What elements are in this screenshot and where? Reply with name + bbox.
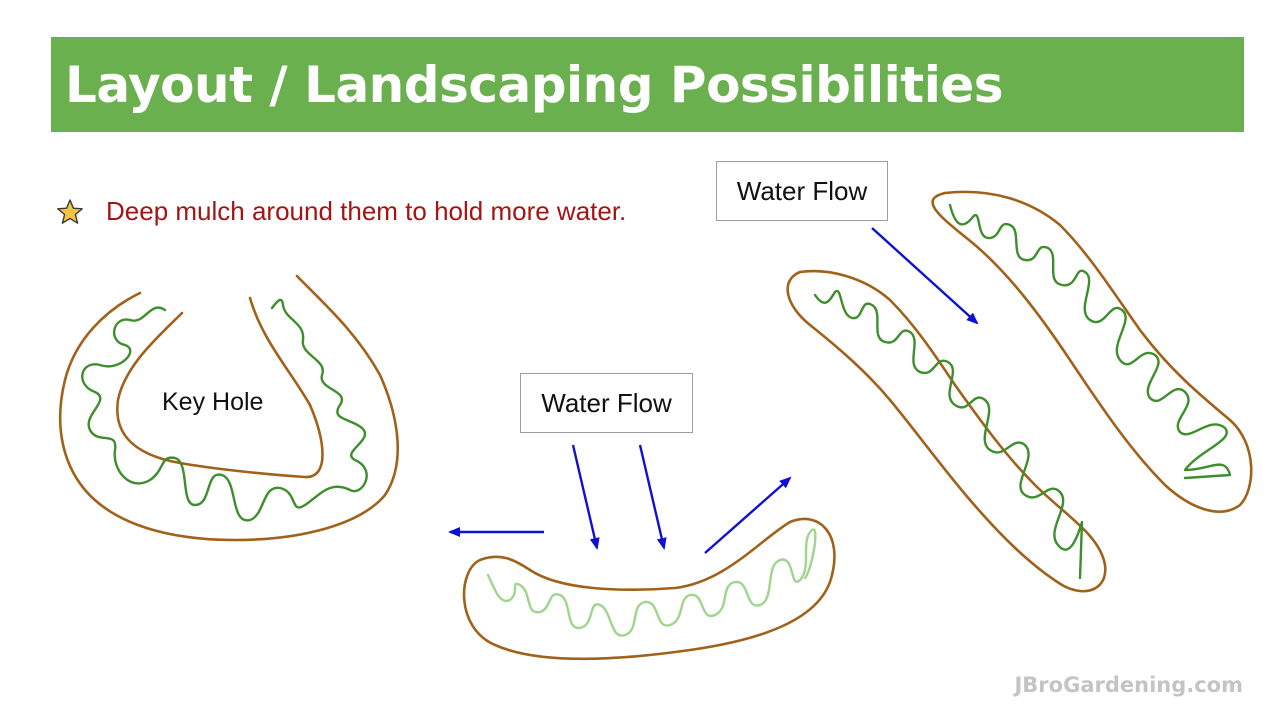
arrow-down-1 [571, 444, 600, 550]
swale-plants-lower [813, 289, 1084, 580]
swale-bed-lower-outline [786, 269, 1107, 593]
water-flow-label-middle: Water Flow [520, 373, 693, 433]
arrow-diagonal [871, 227, 979, 325]
bullet-point: Deep mulch around them to hold more wate… [56, 196, 626, 227]
arrow-up-right [704, 476, 792, 554]
star-icon [57, 198, 83, 224]
bullet-text: Deep mulch around them to hold more wate… [106, 196, 627, 226]
keyhole-bed-inner-outline [116, 296, 324, 479]
keyhole-plants [81, 298, 368, 522]
slide-title: Layout / Landscaping Possibilities [65, 55, 1004, 114]
swale-bed-upper [931, 190, 1253, 513]
crescent-plants [486, 528, 817, 637]
crescent-bed-outline [462, 517, 836, 661]
arrow-down-2 [638, 444, 667, 550]
keyhole-bed [58, 274, 400, 542]
water-flow-arrows [448, 227, 979, 554]
keyhole-label: Key Hole [162, 388, 264, 416]
title-bar: Layout / Landscaping Possibilities [51, 37, 1244, 132]
swale-plants-upper [948, 203, 1232, 480]
watermark: JBroGardening.com [1014, 673, 1243, 697]
swale-bed-upper-outline [931, 190, 1253, 513]
keyhole-bed-outline [58, 274, 400, 542]
swale-bed-lower [786, 269, 1107, 593]
crescent-bed [462, 517, 836, 661]
water-flow-label-top: Water Flow [716, 161, 888, 221]
